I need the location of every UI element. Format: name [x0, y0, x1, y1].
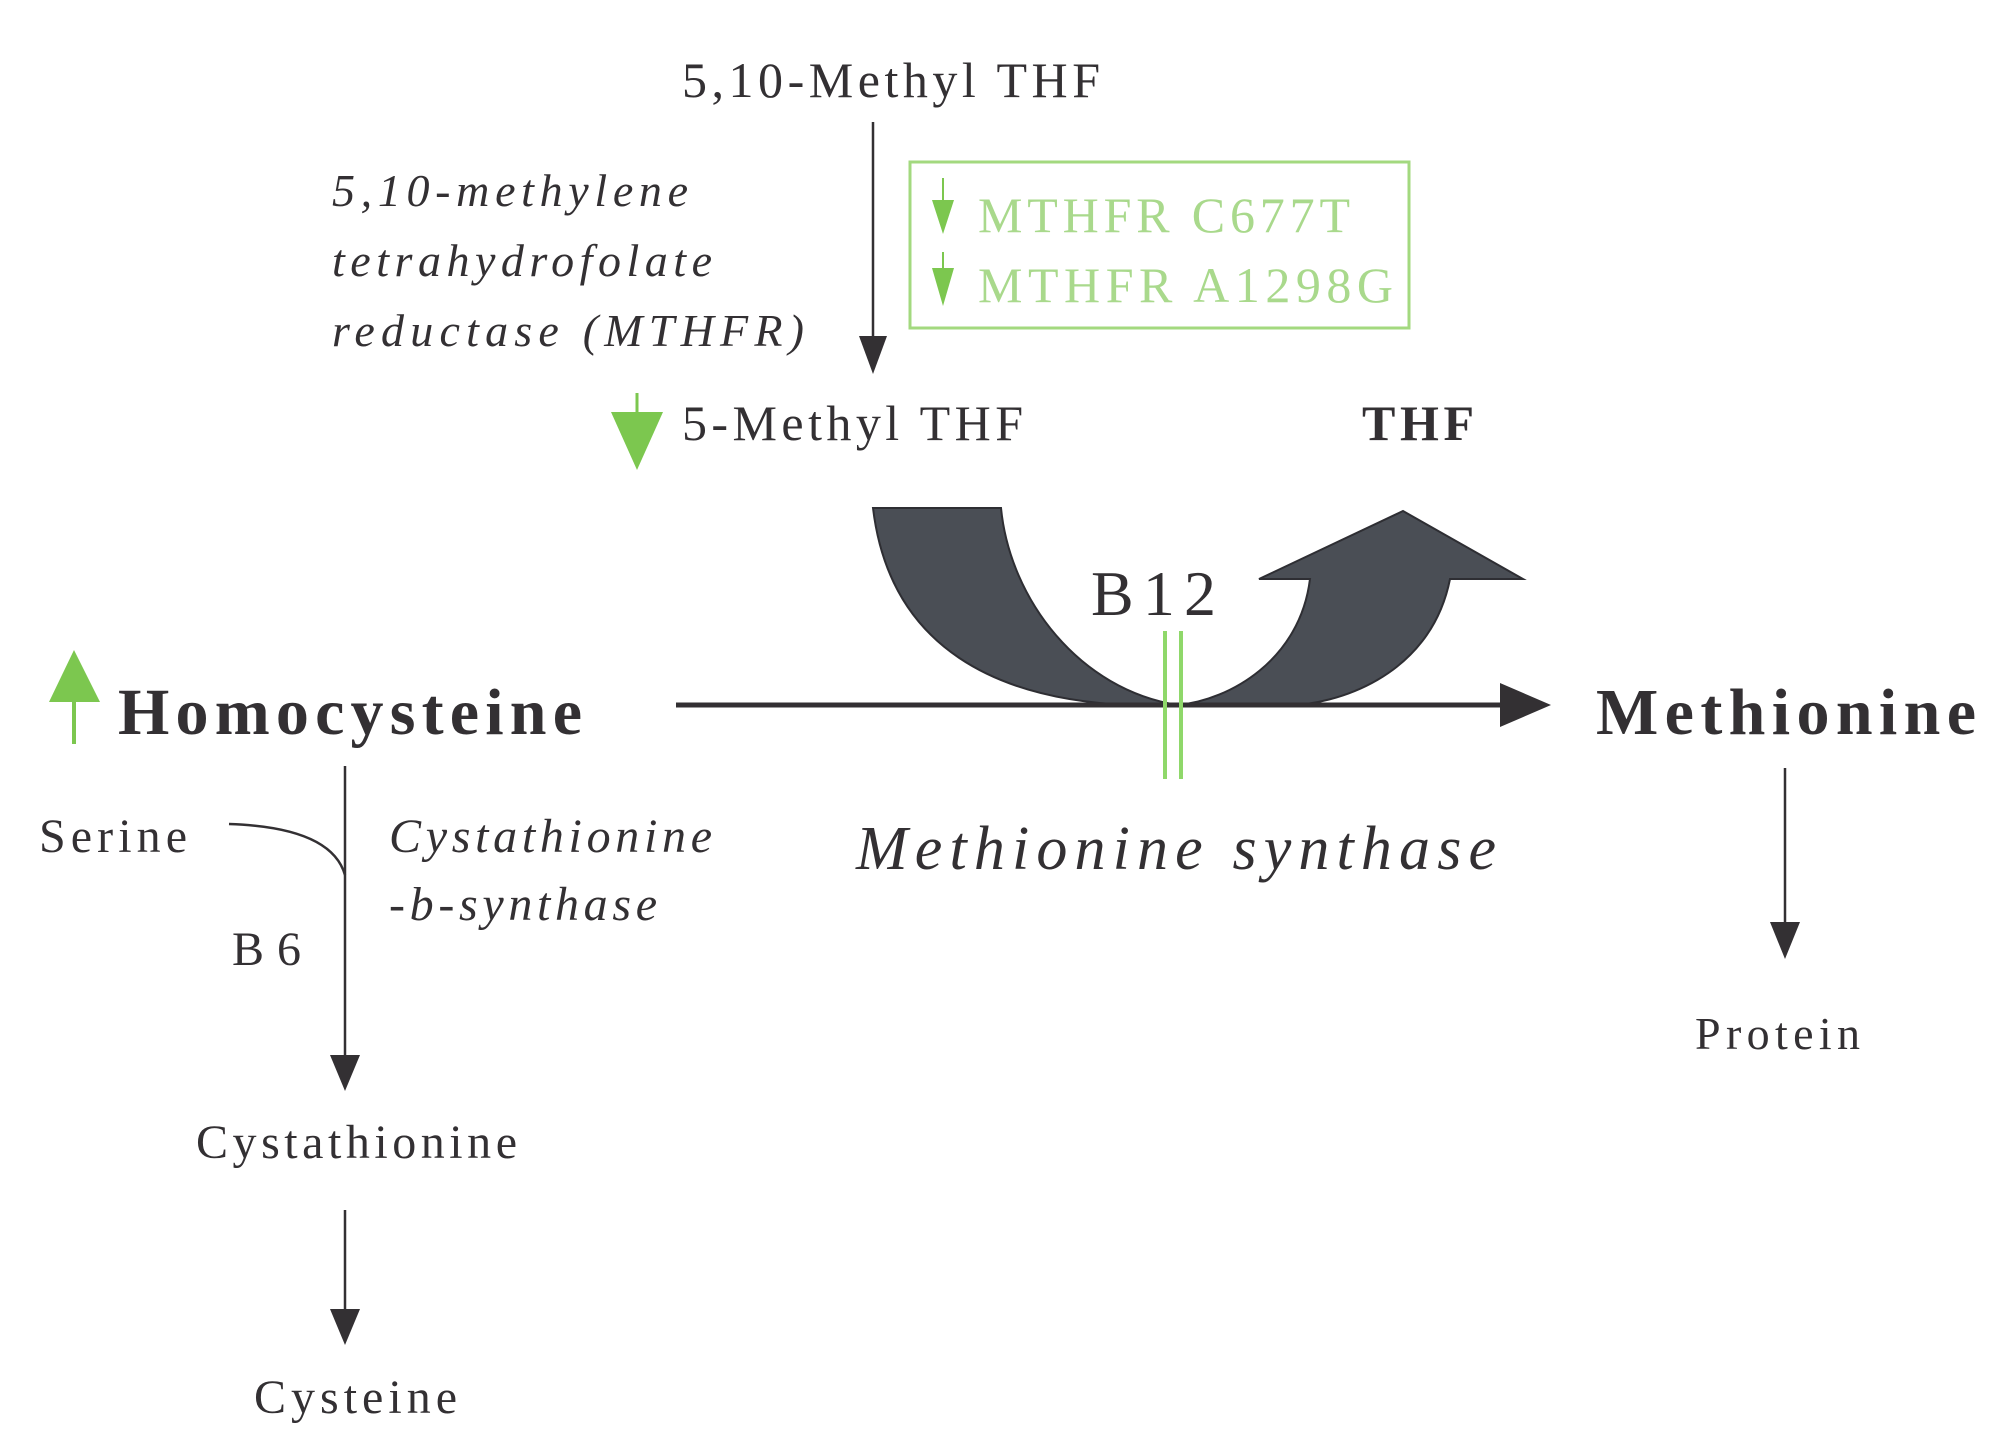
folate-cycle-arrow: [871, 507, 1527, 707]
serine-input-curve: [228, 822, 347, 876]
cofactor-b6: B6: [232, 923, 301, 976]
variant-a1298g: MTHFR A1298G: [978, 257, 1393, 313]
node-thf: THF: [1362, 395, 1474, 451]
node-homocysteine: Homocysteine: [118, 676, 582, 749]
methionine-synthase-reaction-arrow: [676, 683, 1551, 727]
down-arrow-icon: [611, 393, 663, 470]
cbs-label-line-2: -b-synthase: [389, 878, 657, 931]
node-serine: Serine: [39, 810, 187, 863]
reaction-block-marks: [1163, 631, 1183, 779]
down-arrow-icon: [932, 252, 954, 306]
cystathionine-to-cysteine-arrow: [330, 1210, 360, 1345]
mthfr-variants-box: MTHFR C677T MTHFR A1298G: [908, 160, 1411, 330]
mthfr-label-line-3: reductase (MTHFR): [332, 305, 804, 356]
protein-synthesis-arrow: [1770, 768, 1800, 959]
node-5-methyl-thf: 5-Methyl THF: [682, 395, 1023, 451]
transsulfuration-arrow: [228, 766, 360, 1091]
node-protein: Protein: [1695, 1008, 1860, 1059]
mthfr-reaction-arrow: [859, 122, 887, 374]
variant-item: MTHFR A1298G: [932, 252, 1393, 313]
node-cysteine: Cysteine: [254, 1371, 457, 1424]
node-5-10-methyl-thf: 5,10-Methyl THF: [682, 52, 1100, 108]
node-methionine: Methionine: [1596, 676, 1976, 749]
node-cystathionine: Cystathionine: [196, 1116, 517, 1169]
down-arrow-icon: [932, 178, 954, 234]
cofactor-b12: B12: [1091, 558, 1216, 629]
variant-c677t: MTHFR C677T: [978, 187, 1350, 243]
cbs-label-line-1: Cystathionine: [389, 810, 712, 863]
up-arrow-icon: [49, 650, 100, 744]
mthfr-enzyme-label: 5,10-methylene tetrahydrofolate reductas…: [332, 165, 804, 356]
enzyme-methionine-synthase: Methionine synthase: [855, 815, 1496, 883]
mthfr-arrowhead: [859, 336, 887, 374]
mthfr-label-line-2: tetrahydrofolate: [332, 235, 712, 286]
variant-item: MTHFR C677T: [932, 178, 1350, 243]
main-arrowhead: [1500, 683, 1551, 727]
mthfr-label-line-1: 5,10-methylene: [332, 165, 688, 216]
